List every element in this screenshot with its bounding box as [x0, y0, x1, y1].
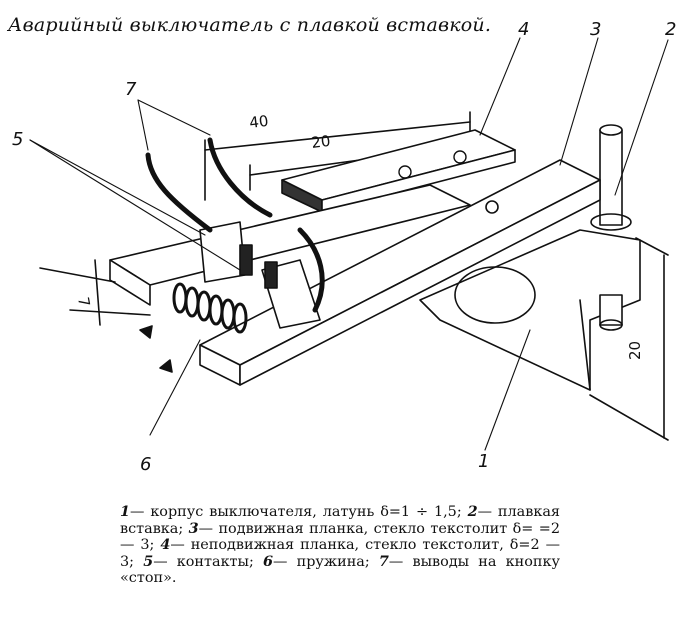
caption: 1— корпус выключателя, латунь δ=1 ÷ 1,5;…: [120, 503, 560, 587]
label-part-4: 4: [518, 19, 529, 40]
caption-text-4: — неподвижная планка, стекло текстолит, …: [120, 537, 560, 570]
caption-text-1: — корпус выключателя, латунь δ=1 ÷ 1,5;: [130, 504, 468, 520]
caption-num-4: 4: [160, 536, 171, 553]
label-part-6: 6: [140, 454, 151, 475]
contacts: [199, 221, 321, 329]
caption-text-2: — плавкая вставка;: [120, 504, 560, 537]
switch-drawing: 1 2 3 4 5 6 7 40 20 7 20: [12, 19, 676, 475]
label-part-7: 7: [125, 79, 137, 100]
caption-num-5: 5: [143, 552, 154, 570]
caption-num-2: 2: [467, 503, 478, 520]
caption-num-7: 7: [378, 552, 389, 570]
dimension-line-side: [589, 237, 669, 441]
spring: [172, 282, 248, 334]
caption-num-6: 6: [263, 552, 274, 570]
motion-arrows: [139, 325, 173, 373]
stop-wires: [145, 137, 325, 313]
leader-lines: [29, 37, 669, 451]
caption-num-1: 1: [120, 503, 131, 520]
dimension-20-top: 20: [310, 132, 331, 152]
caption-text-7: — выводы на кнопку «стоп».: [120, 553, 560, 587]
label-part-5: 5: [12, 129, 23, 150]
dimension-40: 40: [248, 112, 269, 132]
caption-text-5: — контакты;: [153, 553, 264, 570]
dimension-line-left: [39, 259, 151, 326]
base-strip: [109, 184, 471, 306]
label-part-1: 1: [478, 451, 489, 472]
fuse-pillar: [590, 124, 632, 331]
label-part-3: 3: [590, 19, 601, 40]
label-part-2: 2: [665, 19, 676, 40]
caption-text-6: — пружина;: [273, 553, 379, 570]
caption-num-3: 3: [188, 519, 199, 537]
diagram-title: Аварийный выключатель с плавкой вставкой…: [8, 14, 492, 36]
caption-text-3: — подвижная планка, стекло текстолит δ= …: [120, 520, 560, 554]
dimension-7: 7: [74, 296, 93, 309]
dimension-20-side: 20: [626, 341, 644, 360]
